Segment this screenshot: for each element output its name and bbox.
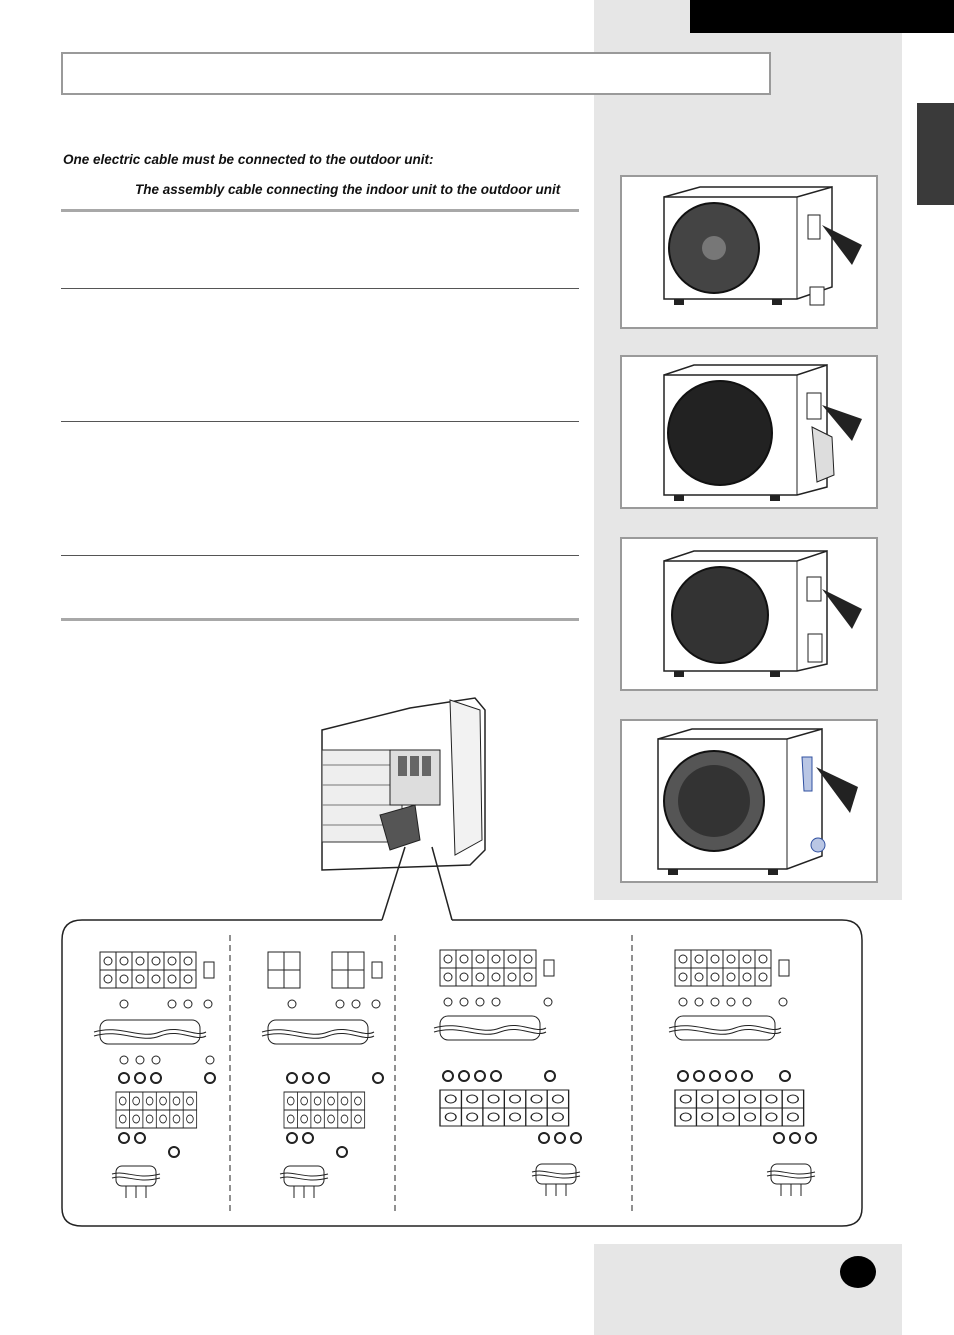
outdoor-unit-1-drawing bbox=[663, 186, 862, 306]
indoor-unit-drawing bbox=[321, 697, 486, 871]
outdoor-unit-4-drawing bbox=[657, 728, 858, 875]
outdoor-unit-4 bbox=[620, 719, 878, 883]
divider bbox=[61, 421, 579, 422]
divider bbox=[61, 288, 579, 289]
divider bbox=[61, 555, 579, 556]
intro-line-1: One electric cable must be connected to … bbox=[63, 152, 434, 167]
outdoor-unit-2 bbox=[620, 355, 878, 509]
wiring-diagram-4 bbox=[668, 949, 817, 1197]
outdoor-unit-3-drawing bbox=[663, 549, 862, 677]
wiring-diagrams-drawing bbox=[61, 846, 863, 1227]
outdoor-unit-3 bbox=[620, 537, 878, 691]
wiring-diagrams bbox=[60, 690, 866, 1230]
wiring-diagram-1 bbox=[93, 951, 216, 1199]
outdoor-unit-1 bbox=[620, 175, 878, 329]
indoor-unit-open-panel bbox=[320, 690, 490, 880]
divider bbox=[61, 618, 579, 621]
divider bbox=[61, 209, 579, 212]
wiring-diagram-3 bbox=[433, 949, 582, 1197]
page-number-dot bbox=[840, 1256, 876, 1288]
wiring-diagram-2 bbox=[261, 951, 384, 1199]
section-tab bbox=[917, 103, 954, 205]
intro-line-2: The assembly cable connecting the indoor… bbox=[135, 182, 561, 197]
header-bar bbox=[690, 0, 954, 33]
outdoor-unit-2-drawing bbox=[663, 363, 862, 501]
section-title-box bbox=[61, 52, 771, 95]
